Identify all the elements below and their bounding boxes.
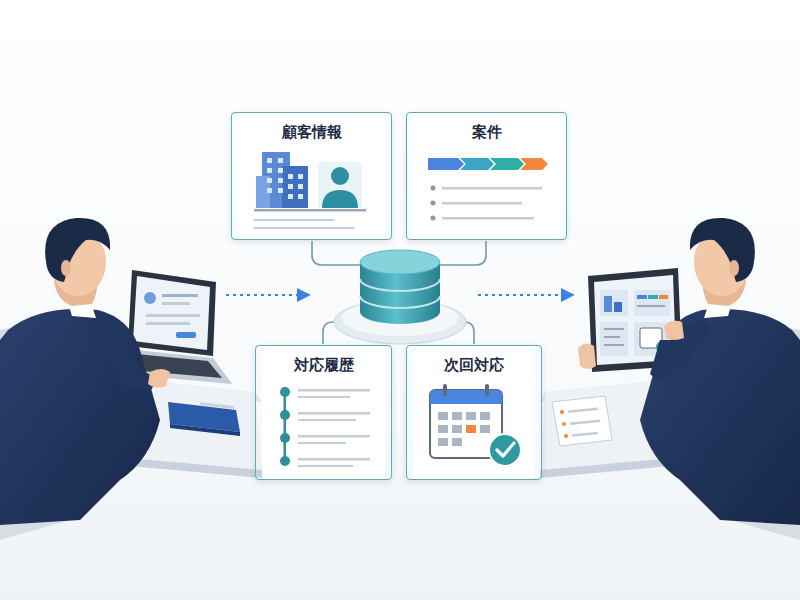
info-box: 対応履歴: [255, 345, 392, 480]
calendar-icon: [430, 384, 521, 466]
deal-icon: [428, 158, 548, 221]
info-box: 次回対応: [406, 345, 542, 480]
database-cylinder: [334, 250, 466, 344]
database-wires: [312, 241, 486, 344]
info-box: 顧客情報: [231, 112, 392, 240]
box-title: 顧客情報: [232, 113, 391, 141]
box-grounds: [238, 112, 560, 480]
right-person: [540, 218, 800, 540]
info-box: 案件: [406, 112, 567, 240]
customer-icon: [254, 152, 366, 229]
flow-arrows: [226, 294, 572, 296]
box-title: 案件: [407, 113, 566, 141]
box-title: 対応履歴: [256, 346, 391, 374]
box-title: 次回対応: [407, 346, 541, 374]
left-person: [0, 218, 262, 540]
history-icon: [280, 387, 370, 467]
